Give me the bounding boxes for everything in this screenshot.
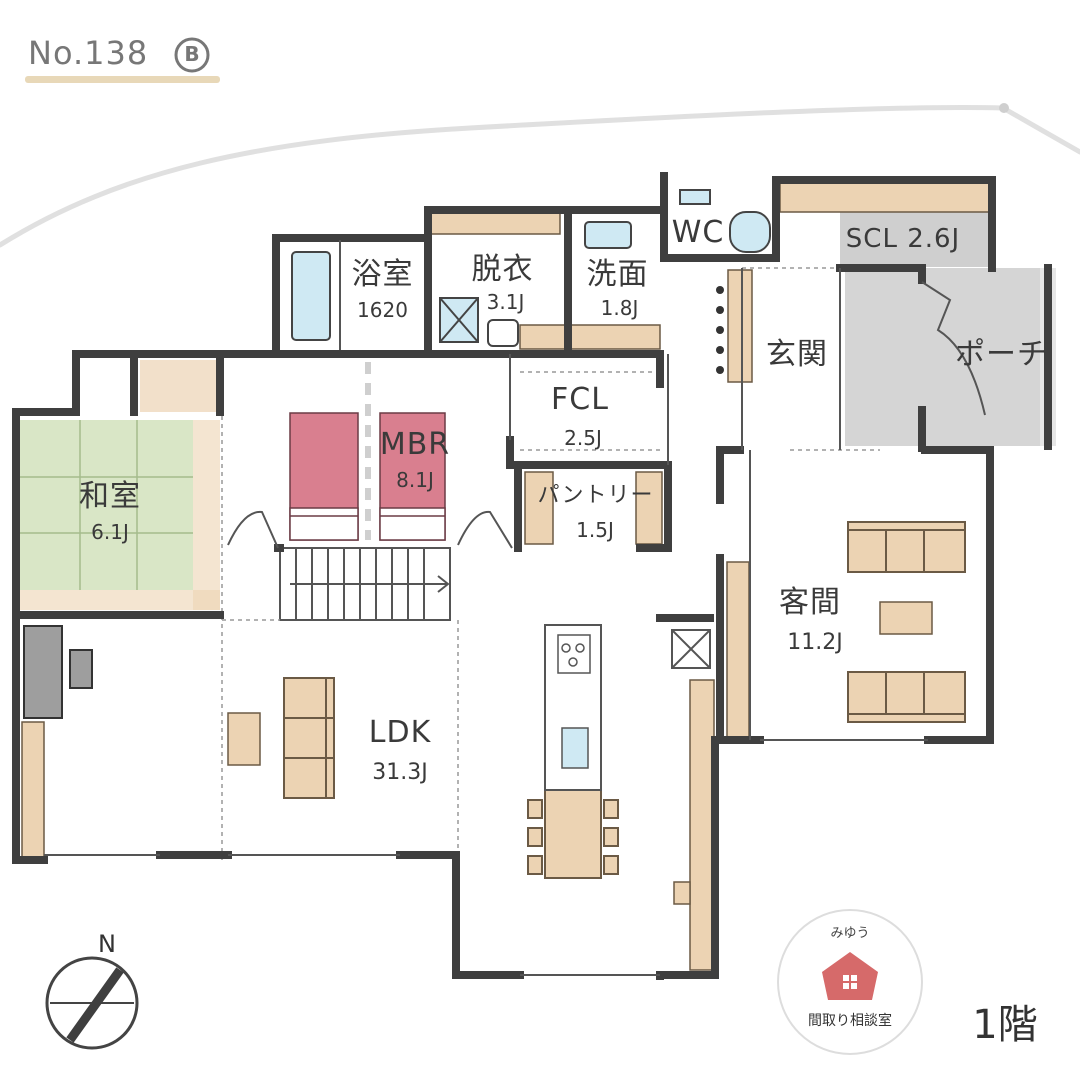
dressing-name: 脱衣	[471, 252, 534, 287]
logo-top-text: みゆう	[830, 926, 870, 941]
mbr-name: MBR	[379, 427, 451, 462]
road-point	[999, 103, 1009, 113]
kitchen-island	[544, 624, 602, 791]
ldk-name: LDK	[368, 715, 432, 750]
porch-name: ポーチ	[955, 337, 1048, 372]
stairs	[279, 547, 451, 621]
washitsu-area: 6.1J	[91, 520, 129, 544]
wood-fixtures	[21, 181, 991, 971]
compass-icon	[45, 956, 139, 1050]
door-swings	[227, 281, 986, 549]
tokonoma	[140, 360, 218, 412]
fcl-name: FCL	[551, 382, 609, 417]
piano	[23, 625, 93, 719]
tatami-lines	[18, 420, 193, 590]
road-line	[0, 104, 1080, 248]
logo-badge	[777, 909, 923, 1055]
appliance-box	[671, 629, 711, 669]
title-underline	[25, 76, 220, 83]
mbr-area: 8.1J	[396, 468, 434, 492]
ldk-sofa	[283, 677, 335, 799]
scl-floor	[840, 212, 988, 267]
guest-area: 11.2J	[787, 630, 843, 655]
dressing-area: 3.1J	[486, 290, 525, 314]
bath-area: 1620	[357, 298, 408, 322]
pantry-area: 1.5J	[576, 518, 614, 542]
entrance-dots	[716, 286, 724, 374]
guest-sofas	[847, 521, 966, 723]
floor-label: 1階	[972, 1002, 1038, 1048]
thin-walls	[44, 240, 928, 976]
washitsu-name: 和室	[79, 479, 141, 514]
water-fixtures	[291, 189, 771, 347]
washroom-name: 洗面	[586, 257, 649, 292]
washitsu-wood-border	[193, 420, 220, 610]
washroom-area: 1.8J	[600, 296, 639, 320]
plan-number: No.138	[28, 34, 149, 72]
beds	[289, 412, 446, 541]
dining-set	[527, 789, 619, 879]
guest-name: 客間	[779, 585, 841, 620]
entrance-name: 玄関	[766, 337, 828, 372]
plan-variant: B	[184, 42, 200, 66]
closet-lines	[221, 267, 880, 860]
logo-bottom-text: 間取り相談室	[808, 1013, 892, 1029]
washitsu-wood-bottom	[18, 590, 220, 610]
fcl-area: 2.5J	[564, 426, 602, 450]
variant-circle	[174, 37, 210, 73]
ldk-area: 31.3J	[372, 760, 428, 785]
wc-name: WC	[671, 215, 725, 250]
washitsu-tatami	[18, 420, 193, 590]
walls	[12, 172, 1052, 980]
compass-label: N	[98, 930, 116, 958]
pantry-name: パントリー	[537, 483, 654, 508]
bath-name: 浴室	[351, 257, 414, 292]
scl-name: SCL 2.6J	[845, 224, 961, 254]
